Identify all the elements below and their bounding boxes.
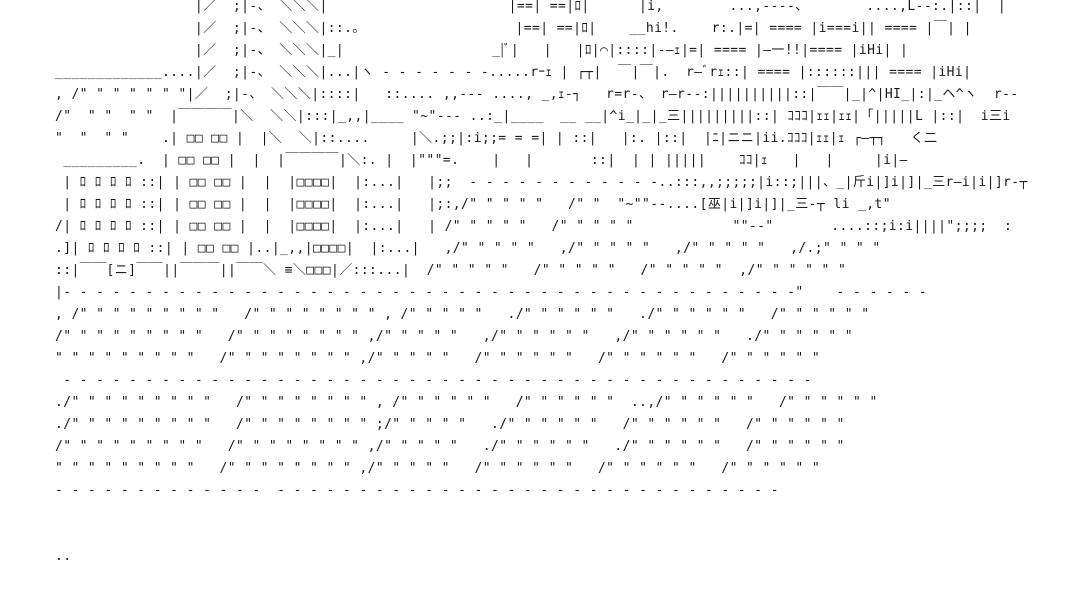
ascii-art-line: " " " " " " " " " /" " " " " " " " ,/" "… [55, 461, 821, 476]
ascii-art-line: - - - - - - - - - - - - - - - - - - - - … [55, 483, 779, 498]
ascii-art-cityscape: |／ ;|-、 ＼＼＼| |==| ==|ﾛ| |i, ...,----、 ..… [55, 0, 1028, 568]
ascii-art-line: , /" " " " " " "|／ ;|-、 ＼＼＼|::::| ::....… [55, 87, 1019, 102]
ascii-art-line [55, 524, 1028, 546]
ascii-art-line: /" " " " " " " " " /" " " " " " " " ,/" … [55, 439, 845, 454]
ascii-art-line: |／ ;|-、 ＼＼＼| |==| ==|ﾛ| |i, ...,----、 ..… [55, 0, 1007, 14]
ascii-art-line: _____________....|／ ;|-、 ＼＼＼|...|ヽ - - -… [55, 65, 972, 80]
ascii-art-line: .]| ﾛ ﾛ ﾛ ﾛ ::| | □□ □□ |..|_,,|□□□□| |:… [55, 241, 881, 256]
ascii-art-line: " " " " .| □□ □□ | |＼ ＼|::.... |＼.;;|:i;… [55, 131, 938, 146]
ascii-art-line: /" " " " " " " " " /" " " " " " " " ,/" … [55, 329, 853, 344]
ascii-art-line: " " " " " " " " " /" " " " " " " " ,/" "… [55, 351, 821, 366]
ascii-art-line: .. [55, 549, 72, 564]
ascii-art-line: /" " " " " |￣￣￣￣|＼ ＼＼|:::|_,,|____ "~"--… [55, 109, 1011, 124]
ascii-art-line [55, 502, 1028, 524]
ascii-art-line: /| ﾛ ﾛ ﾛ ﾛ ::| | □□ □□ | | |□□□□| |:...|… [55, 219, 1013, 234]
ascii-art-line: |／ ;|-、 ＼＼＼|::.｡ |==| ==|ﾛ| __hi!. r:.|=… [55, 21, 972, 36]
ascii-art-line: ::|￣￣[ニ]￣￣||￣￣￣||￣￣＼ ≡＼□□□|／:::...| /" "… [55, 263, 847, 278]
ascii-art-line: |- - - - - - - - - - - - - - - - - - - -… [55, 285, 928, 300]
ascii-art-line: | ﾛ ﾛ ﾛ ﾛ ::| | □□ □□ | | |□□□□| |:...| … [55, 197, 891, 212]
ascii-art-line: ./" " " " " " " " " /" " " " " " " " , /… [55, 395, 878, 410]
ascii-art-line: - - - - - - - - - - - - - - - - - - - - … [55, 373, 812, 388]
ascii-art-line: , /" " " " " " " " " /" " " " " " " " , … [55, 307, 870, 322]
ascii-art-line: _________. | □□ □□ | | |￣￣￣￣|＼:. | |"""=… [55, 153, 908, 168]
ascii-art-line: |／ ;|-、 ＼＼＼|_| _|ﾞ| | |ﾛ|⌒|::::|-―ｪ|=| =… [55, 43, 909, 58]
ascii-art-line: ./" " " " " " " " " /" " " " " " " " ;/"… [55, 417, 845, 432]
ascii-art-line: | ﾛ ﾛ ﾛ ﾛ ::| | □□ □□ | | |□□□□| |:...| … [55, 175, 1028, 190]
